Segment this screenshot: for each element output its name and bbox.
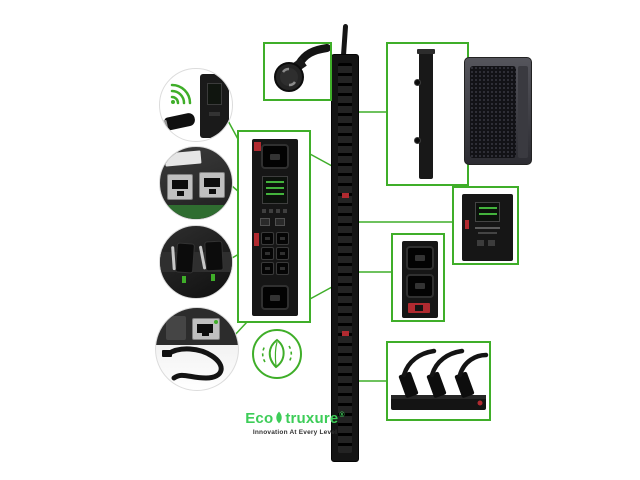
network-ports — [260, 218, 285, 226]
rail-bracket — [417, 49, 435, 54]
breaker-red — [254, 233, 259, 246]
pdu-strip — [331, 54, 359, 462]
callout-mounting-rail — [386, 42, 469, 186]
label-line — [478, 232, 497, 234]
control-buttons — [477, 240, 495, 246]
red-label — [254, 142, 261, 151]
mounting-peg — [414, 137, 421, 144]
logo-wordmark: Eco truxure ® — [235, 410, 355, 427]
callout-pdu-panel — [237, 130, 311, 323]
callout-display-module — [452, 186, 519, 265]
port-label — [164, 150, 202, 167]
button — [488, 240, 495, 246]
callout-sensor-port-cable — [155, 307, 239, 391]
twist-lock-plug-icon — [274, 44, 331, 92]
lcd-display — [475, 202, 500, 222]
rj45-port-icon — [167, 174, 193, 200]
display-text-line — [266, 193, 284, 195]
lcd-display — [262, 176, 288, 204]
outlet-section-panel — [402, 241, 438, 318]
patch-cable-icon — [162, 346, 224, 381]
breaker-red — [408, 303, 430, 313]
button-dot — [276, 209, 280, 213]
green-clip — [182, 276, 186, 283]
locking-receptacle-icon — [204, 240, 224, 272]
usb-wifi-dongle-icon — [160, 112, 197, 131]
rj45-port-icon — [192, 318, 220, 340]
cabinet-side-panel — [518, 66, 528, 158]
display-text-line — [478, 207, 497, 209]
mounting-peg — [414, 79, 421, 86]
usb-connector — [160, 119, 169, 131]
vertical-mounting-rail — [414, 49, 435, 179]
callout-plugged-cords — [386, 341, 491, 421]
c19-outlet — [261, 285, 289, 310]
outlet-slot — [415, 255, 425, 261]
display-module-panel — [462, 194, 513, 261]
rj45-port-icon — [199, 172, 225, 198]
rack-enclosure — [464, 57, 532, 165]
port — [260, 218, 270, 226]
display-text-line — [266, 187, 284, 189]
device-screen — [207, 83, 222, 105]
pdu-outlet-column — [338, 63, 352, 453]
callout-outlet-pair — [391, 233, 445, 322]
registered-mark: ® — [339, 412, 345, 419]
ecostruxure-leaf-glyph-icon — [276, 411, 283, 424]
callout-locking-outlets — [159, 225, 233, 299]
outlet-slot — [270, 153, 280, 160]
red-accent — [465, 220, 469, 229]
display-device — [200, 74, 229, 138]
label-line — [475, 227, 500, 229]
ecostruxure-logo: Eco truxure ® Innovation At Every Level — [235, 410, 355, 436]
green-clip — [211, 274, 215, 281]
button — [477, 240, 484, 246]
callout-power-plug — [263, 42, 332, 101]
perforated-door — [470, 66, 516, 158]
button-dot — [269, 209, 273, 213]
c13-outlet-group — [261, 232, 289, 275]
port — [275, 218, 285, 226]
display-text-line — [266, 181, 284, 183]
button-dot — [283, 209, 287, 213]
eco-leaf-icon — [261, 338, 293, 369]
c19-outlet — [261, 144, 289, 169]
green-premium-leaf-badge — [252, 329, 302, 379]
plugged-cords-icon — [391, 348, 489, 410]
button-dot — [262, 209, 266, 213]
c19-outlet — [406, 274, 434, 298]
status-led — [214, 320, 218, 324]
control-buttons — [262, 209, 288, 213]
circuit-board — [160, 205, 232, 219]
breaker-switch — [415, 305, 423, 311]
sensor-module — [166, 316, 186, 340]
logo-prefix: Eco — [245, 410, 274, 427]
wifi-signal-icon — [170, 83, 192, 105]
c13-outlet — [261, 262, 274, 275]
logo-suffix: truxure — [285, 410, 339, 427]
callout-network-ports — [159, 146, 233, 220]
pdu-panel-closeup — [252, 139, 298, 316]
c13-outlet — [261, 232, 274, 245]
c13-outlet — [276, 232, 289, 245]
display-text-line — [478, 213, 497, 215]
device-button — [209, 112, 220, 116]
logo-tagline: Innovation At Every Level — [252, 429, 338, 436]
outlet-slot — [270, 294, 280, 301]
pdu-breaker-red-2 — [342, 331, 349, 336]
pdu-breaker-red-1 — [342, 193, 349, 198]
c13-outlet — [276, 262, 289, 275]
c13-outlet — [261, 247, 274, 260]
outlet-slot — [415, 283, 425, 289]
c13-outlet — [276, 247, 289, 260]
locking-receptacle-icon — [174, 242, 196, 274]
c19-outlet — [406, 246, 434, 270]
callout-wifi-dongle — [159, 68, 233, 142]
